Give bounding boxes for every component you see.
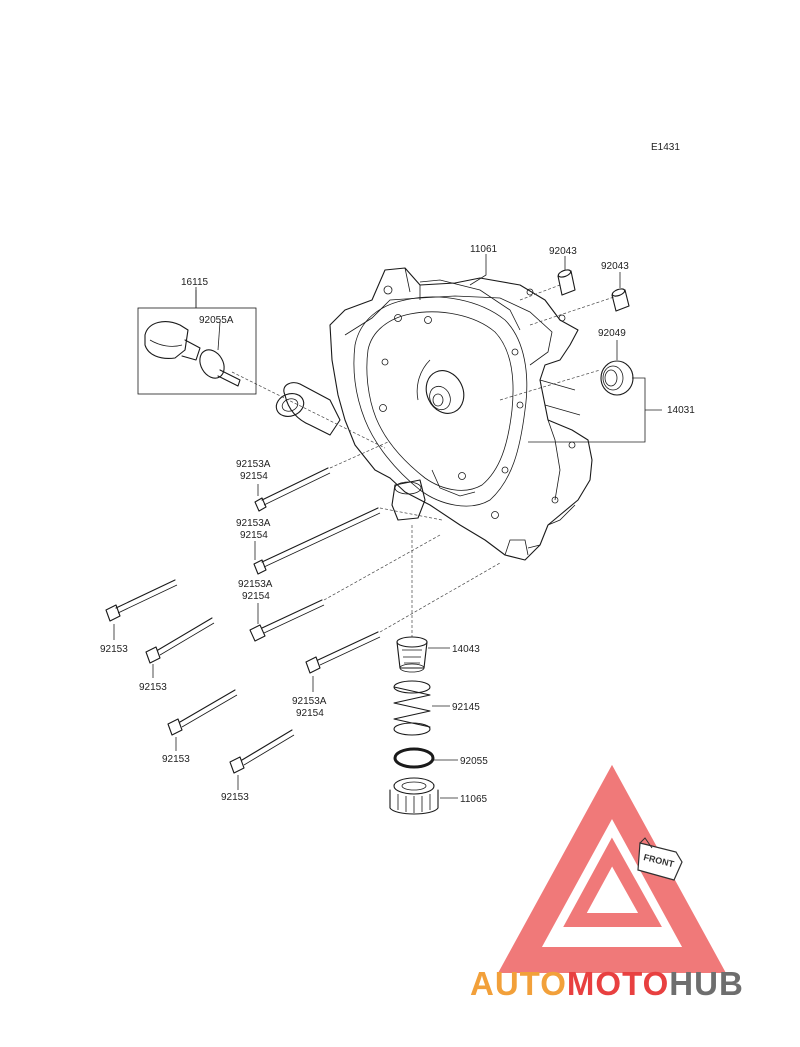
watermark-word-hub: HUB [669, 965, 744, 1002]
bolt-92153-2 [145, 617, 215, 678]
dowel-pin-1 [557, 256, 576, 296]
bolt-92153A-1 [254, 467, 331, 512]
label-92055A: 92055A [199, 315, 234, 326]
label-92154-2: 92154 [240, 530, 268, 541]
label-14043: 14043 [452, 644, 480, 655]
diagram-code: E1431 [651, 142, 680, 153]
label-92154-4: 92154 [296, 708, 324, 719]
lead-11061 [469, 254, 487, 286]
bolt-92153-3 [167, 689, 238, 751]
drain-plug [389, 777, 458, 815]
label-92049: 92049 [598, 328, 626, 339]
label-16115: 16115 [181, 277, 209, 288]
bolt-92153A-4 [305, 631, 381, 692]
label-92154-1: 92154 [240, 471, 268, 482]
bolt-92153A-2 [253, 507, 381, 575]
oil-filler-cap-assembly [137, 290, 257, 395]
bolt-92153A-3 [249, 599, 325, 642]
bolt-92153-4 [229, 729, 295, 790]
label-92145: 92145 [452, 702, 480, 713]
bolt-92153-1 [105, 579, 178, 640]
label-92055: 92055 [460, 756, 488, 767]
o-ring [393, 747, 458, 769]
label-92153-2: 92153 [139, 682, 167, 693]
watermark-logo: FRONT [498, 764, 726, 973]
label-92043-b: 92043 [601, 261, 629, 272]
center-line [519, 284, 561, 301]
watermark-word-auto: AUTO [470, 965, 567, 1002]
label-92153A-4: 92153A [292, 696, 327, 707]
label-92153A-1: 92153A [236, 459, 271, 470]
right-crankcase-cover [275, 267, 593, 561]
oil-seal [600, 340, 634, 396]
label-11065: 11065 [460, 794, 488, 805]
label-92153-3: 92153 [162, 754, 190, 765]
label-92154-3: 92154 [242, 591, 270, 602]
label-92153A-3: 92153A [238, 579, 273, 590]
dowel-pin-2 [611, 272, 630, 312]
label-92153A-2: 92153A [236, 518, 271, 529]
watermark-word-moto: MOTO [567, 965, 669, 1002]
front-badge: FRONT [637, 837, 683, 881]
center-line [231, 371, 386, 449]
center-line [529, 294, 621, 326]
oil-strainer [396, 636, 450, 673]
label-92153-4: 92153 [221, 792, 249, 803]
center-line [499, 369, 601, 401]
label-11061: 11061 [470, 244, 498, 255]
label-92043-a: 92043 [549, 246, 577, 257]
spring [393, 680, 450, 736]
label-14031: 14031 [667, 405, 695, 416]
watermark-text: AUTOMOTOHUB [470, 965, 744, 1002]
label-92153-1: 92153 [100, 644, 128, 655]
